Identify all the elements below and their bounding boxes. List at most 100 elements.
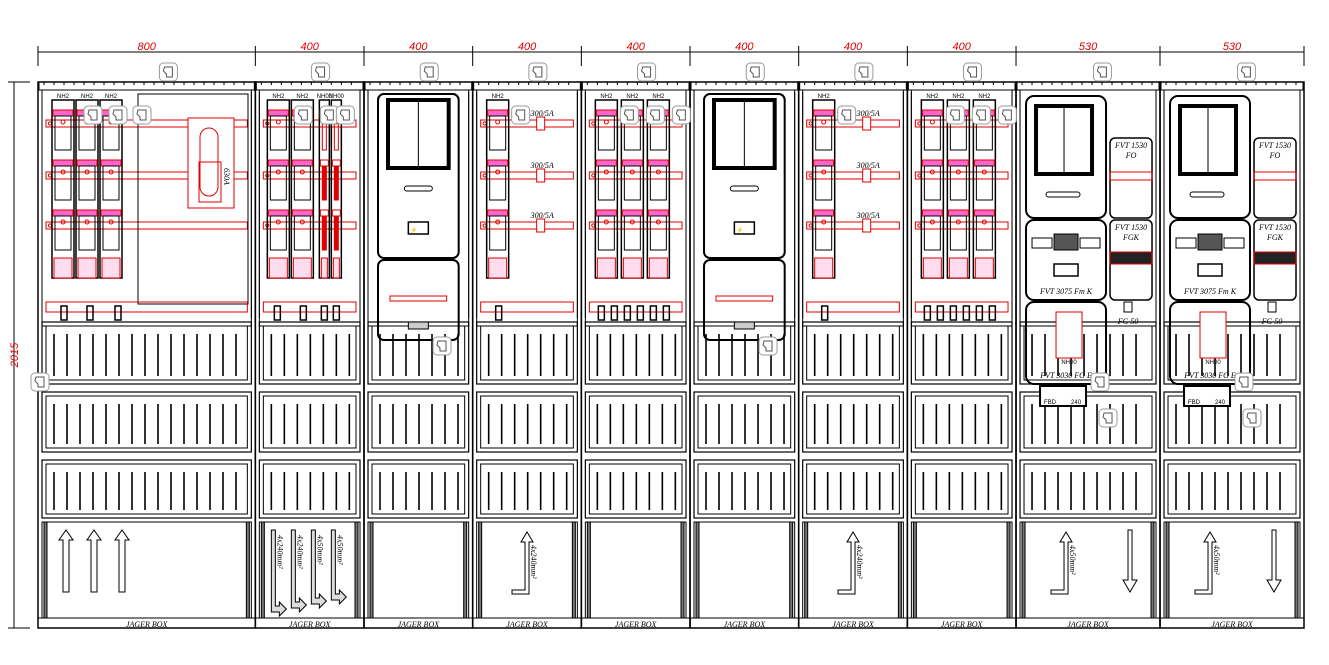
comment-marker-frame[interactable]	[335, 105, 355, 125]
comment-marker[interactable]	[432, 336, 452, 356]
comment-marker[interactable]	[645, 105, 665, 125]
comment-marker-frame[interactable]	[745, 62, 765, 82]
fuse-holder	[597, 115, 615, 151]
terminal-strip	[389, 295, 448, 302]
comment-marker[interactable]	[132, 105, 152, 125]
comment-marker[interactable]	[158, 62, 178, 82]
note-icon[interactable]	[112, 109, 123, 121]
comment-marker-frame[interactable]	[619, 105, 639, 125]
comment-marker[interactable]	[30, 372, 50, 392]
comment-marker[interactable]	[335, 105, 355, 125]
note-icon[interactable]	[515, 109, 526, 121]
note-icon[interactable]	[1096, 66, 1107, 78]
comment-marker-frame[interactable]	[293, 105, 313, 125]
comment-marker-frame[interactable]	[997, 105, 1017, 125]
comment-marker-frame[interactable]	[645, 105, 665, 125]
comment-marker-frame[interactable]	[671, 105, 691, 125]
note-icon[interactable]	[858, 66, 869, 78]
note-icon[interactable]	[136, 109, 147, 121]
comment-marker[interactable]	[293, 105, 313, 125]
comment-marker-frame[interactable]	[854, 62, 874, 82]
comment-marker[interactable]	[528, 62, 548, 82]
comment-marker-frame[interactable]	[1092, 62, 1112, 82]
comment-marker-frame[interactable]	[30, 372, 50, 392]
comment-marker-frame[interactable]	[971, 105, 991, 125]
note-icon[interactable]	[323, 109, 334, 121]
comment-marker[interactable]	[83, 105, 103, 125]
comment-marker[interactable]	[1234, 372, 1254, 392]
note-icon[interactable]	[949, 109, 960, 121]
note-icon[interactable]	[649, 109, 660, 121]
comment-marker[interactable]	[511, 105, 531, 125]
note-icon[interactable]	[436, 340, 447, 352]
comment-marker[interactable]	[1236, 62, 1256, 82]
note-icon[interactable]	[623, 109, 634, 121]
note-icon[interactable]	[1102, 412, 1113, 424]
note-icon[interactable]	[675, 109, 686, 121]
comment-marker[interactable]	[971, 105, 991, 125]
comment-marker[interactable]	[745, 62, 765, 82]
comment-marker-frame[interactable]	[132, 105, 152, 125]
comment-marker-frame[interactable]	[1236, 62, 1256, 82]
comment-marker-frame[interactable]	[432, 336, 452, 356]
comment-marker-frame[interactable]	[1098, 408, 1118, 428]
note-icon[interactable]	[749, 66, 760, 78]
comment-marker-frame[interactable]	[319, 105, 339, 125]
comment-marker[interactable]	[945, 105, 965, 125]
comment-marker-frame[interactable]	[758, 336, 778, 356]
comment-marker[interactable]	[108, 105, 128, 125]
note-icon[interactable]	[34, 376, 45, 388]
note-icon[interactable]	[640, 66, 652, 78]
note-icon[interactable]	[423, 66, 434, 78]
comment-marker[interactable]	[311, 62, 331, 82]
comment-marker-frame[interactable]	[83, 105, 103, 125]
note-icon[interactable]	[1238, 376, 1249, 388]
terminal-block	[1223, 237, 1245, 249]
note-icon[interactable]	[339, 109, 350, 121]
comment-marker[interactable]	[637, 62, 657, 82]
note-icon[interactable]	[967, 66, 978, 78]
comment-marker[interactable]	[1092, 62, 1112, 82]
note-icon[interactable]	[1246, 412, 1257, 424]
comment-marker-frame[interactable]	[1234, 372, 1254, 392]
fuse-holder	[597, 215, 615, 251]
comment-marker-frame[interactable]	[311, 62, 331, 82]
comment-marker[interactable]	[758, 336, 778, 356]
comment-marker-frame[interactable]	[837, 105, 857, 125]
comment-marker-frame[interactable]	[511, 105, 531, 125]
comment-marker[interactable]	[419, 62, 439, 82]
note-icon[interactable]	[841, 109, 852, 121]
comment-marker[interactable]	[963, 62, 983, 82]
note-icon[interactable]	[975, 109, 986, 121]
comment-marker-frame[interactable]	[1090, 372, 1110, 392]
comment-marker-frame[interactable]	[108, 105, 128, 125]
comment-marker-frame[interactable]	[945, 105, 965, 125]
comment-marker[interactable]	[854, 62, 874, 82]
note-icon[interactable]	[1240, 66, 1251, 78]
comment-marker-frame[interactable]	[528, 62, 548, 82]
note-icon[interactable]	[87, 109, 98, 121]
comment-marker-frame[interactable]	[1242, 408, 1262, 428]
note-icon[interactable]	[1094, 376, 1105, 388]
comment-marker-frame[interactable]	[637, 62, 657, 82]
comment-marker[interactable]	[837, 105, 857, 125]
comment-marker[interactable]	[1242, 408, 1262, 428]
note-icon[interactable]	[297, 109, 308, 121]
note-icon[interactable]	[1001, 109, 1012, 121]
comment-marker[interactable]	[1090, 372, 1110, 392]
comment-marker[interactable]	[619, 105, 639, 125]
note-icon[interactable]	[314, 66, 326, 78]
base-label: JAGER BOX	[615, 620, 658, 629]
comment-marker[interactable]	[319, 105, 339, 125]
comment-marker-frame[interactable]	[158, 62, 178, 82]
comment-marker[interactable]	[1098, 408, 1118, 428]
note-icon[interactable]	[762, 340, 773, 352]
comment-marker-frame[interactable]	[963, 62, 983, 82]
comment-marker[interactable]	[671, 105, 691, 125]
note-icon[interactable]	[162, 66, 173, 78]
fuse-holder	[102, 215, 120, 251]
cable-size-label: 4x240mm²	[295, 535, 304, 569]
comment-marker[interactable]	[997, 105, 1017, 125]
comment-marker-frame[interactable]	[419, 62, 439, 82]
note-icon[interactable]	[532, 66, 543, 78]
